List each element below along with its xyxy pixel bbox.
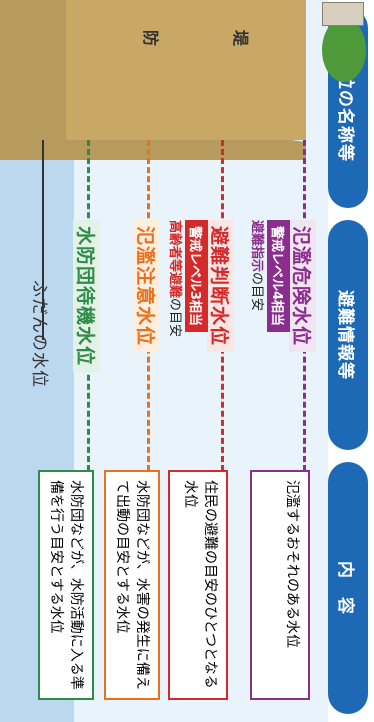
level-sub-bold-2: 高齢者等避難 xyxy=(167,220,182,299)
level-name-3: 氾濫注意水位 xyxy=(133,220,160,353)
level-info-4: 水防団などが、水防活動に入る準備を行う目安とする水位 xyxy=(38,470,94,700)
level-sub-bold-1: 避難指示 xyxy=(249,220,264,273)
house-icon xyxy=(322,2,364,26)
bank-label-2: 防 xyxy=(141,30,160,47)
level-name-5: ふだんの水位 xyxy=(29,280,49,388)
level-sub-rest-2: の目安 xyxy=(167,298,182,338)
level-sub-2: 高齢者等避難の目安 xyxy=(167,220,186,337)
header-info: 避難情報等 xyxy=(328,220,368,450)
level-tag-1: 警戒レベル4相当 xyxy=(267,220,290,333)
bank-label-1: 堤 xyxy=(231,30,250,47)
level-name-2: 避難判断水位 xyxy=(207,220,234,353)
level-sub-rest-1: の目安 xyxy=(249,272,264,312)
embankment xyxy=(0,0,74,118)
tree-icon xyxy=(322,18,366,82)
embankment-top xyxy=(66,0,306,140)
level-tag-2: 警戒レベル3相当 xyxy=(185,220,208,333)
header-content: 内 容 xyxy=(328,462,368,714)
level-content-1: 氾濫するおそれのある水位 xyxy=(250,470,310,700)
level-sub-1: 避難指示の目安 xyxy=(249,220,268,311)
level-name-4: 水防団待機水位 xyxy=(73,220,100,373)
level-info-3: 水防団などが、水害の発生に備えて出動の目安とする水位 xyxy=(104,470,160,700)
level-content-2: 住民の避難の目安のひとつとなる水位 xyxy=(168,470,228,700)
level-name-1: 氾濫危険水位 xyxy=(289,220,316,353)
